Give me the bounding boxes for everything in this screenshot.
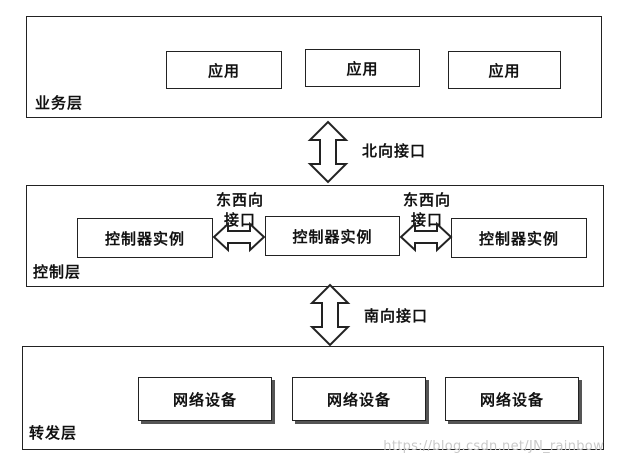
eastwest-arrow-icon-1 (212, 221, 266, 253)
control-layer-label: 控制层 (33, 263, 82, 281)
business-layer-label: 业务层 (35, 94, 84, 112)
app-box-3: 应用 (448, 51, 561, 89)
controller-instance-3: 控制器实例 (451, 218, 587, 258)
network-device-2: 网络设备 (292, 377, 426, 421)
eastwest-arrow-icon-2 (399, 221, 453, 253)
eastwest-label-1-line2: 接口 (223, 211, 256, 229)
eastwest-label-1-line1: 东西向 (215, 191, 264, 209)
eastwest-label-2-line2: 接口 (410, 211, 443, 229)
controller-instance-2: 控制器实例 (265, 216, 400, 256)
southbound-arrow-icon (309, 283, 351, 347)
southbound-interface-label: 南向接口 (364, 307, 429, 325)
controller-instance-1: 控制器实例 (77, 218, 213, 258)
app-box-2: 应用 (305, 49, 420, 87)
eastwest-interface-label-2: 东西向 接口 (395, 190, 459, 230)
northbound-arrow-icon (307, 120, 349, 184)
northbound-interface-label: 北向接口 (362, 142, 427, 160)
network-device-1: 网络设备 (138, 377, 272, 421)
eastwest-interface-label-1: 东西向 接口 (208, 190, 272, 230)
app-box-1: 应用 (166, 51, 282, 89)
watermark-text: https://blog.csdn.net/JN_rainbow (383, 439, 604, 454)
eastwest-label-2-line1: 东西向 (402, 191, 451, 209)
network-device-3: 网络设备 (445, 377, 579, 421)
forwarding-layer-label: 转发层 (29, 424, 78, 442)
